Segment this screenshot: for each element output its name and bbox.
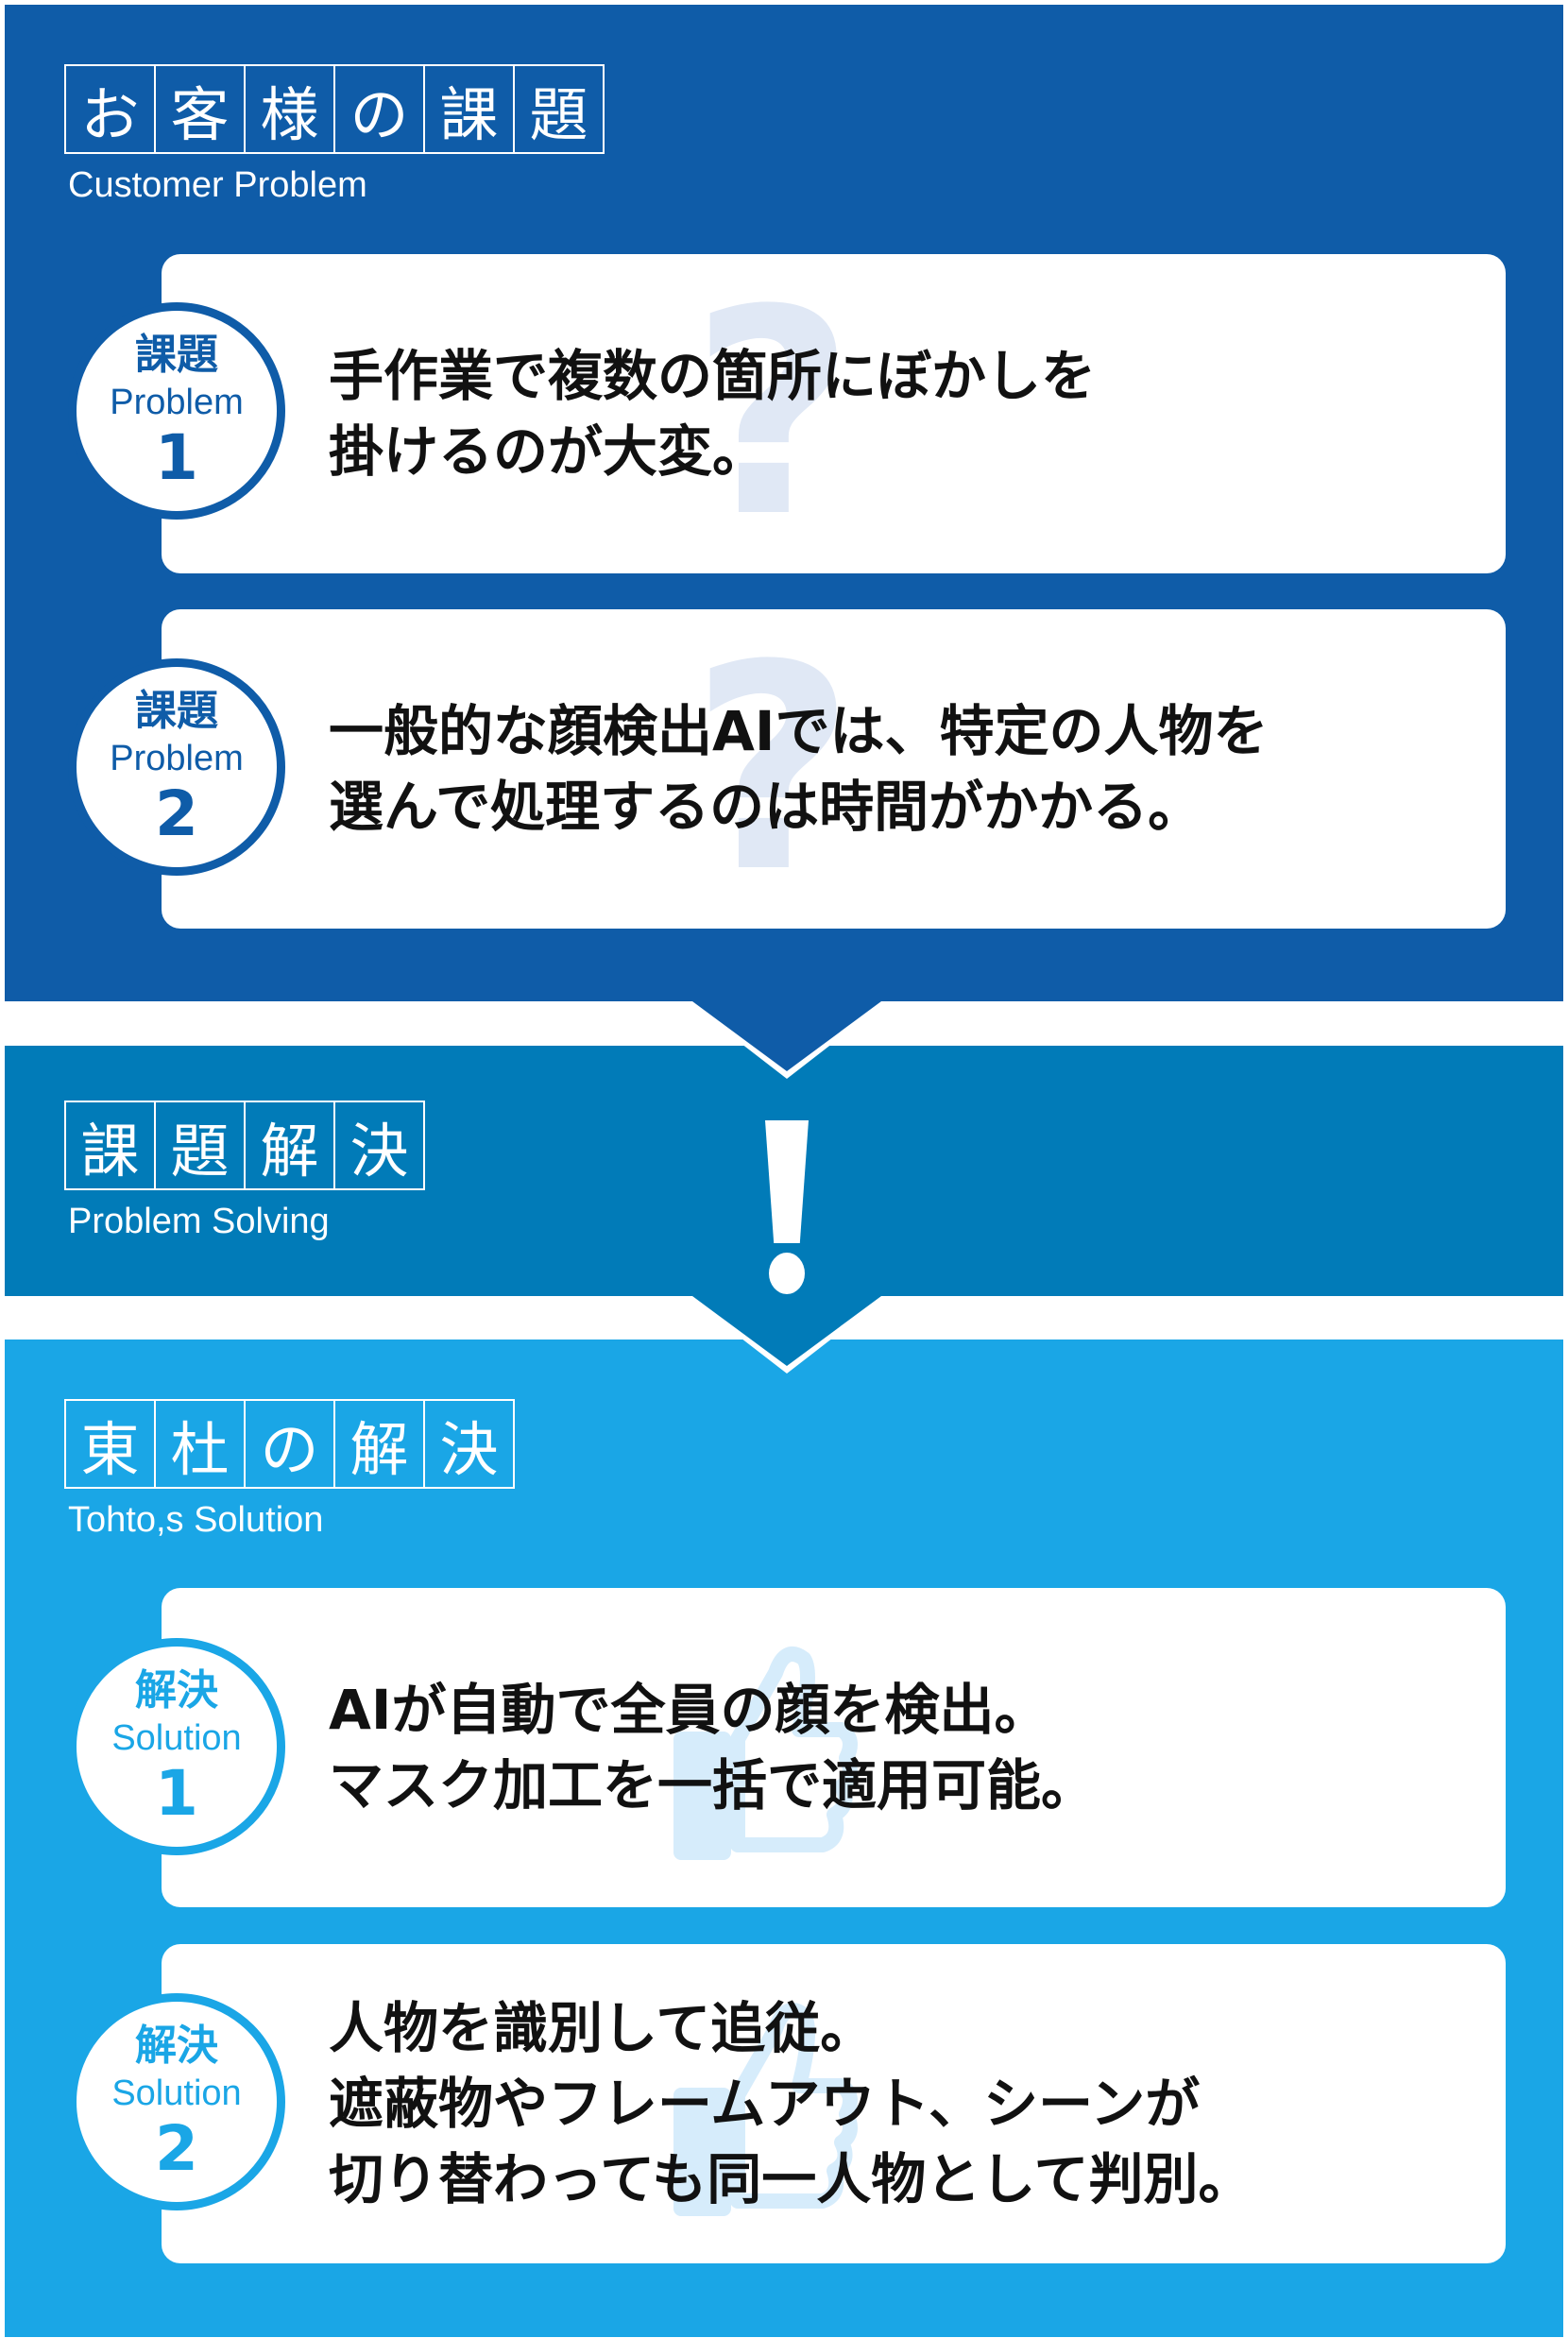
title-char: 解 (335, 1401, 425, 1487)
title-char: 課 (425, 66, 515, 152)
thumbs-up-icon (673, 2003, 858, 2216)
badge-number: 2 (155, 2112, 198, 2185)
badge-jp: 課題 (135, 687, 218, 735)
title-char: 東 (66, 1401, 156, 1487)
customer-problem-title: お 客 様 の 課 題 (64, 64, 605, 154)
badge-en: Solution (111, 2073, 242, 2113)
title-char: 題 (529, 79, 588, 149)
solution-subtitle: Tohto,s Solution (68, 1500, 324, 1540)
badge-en: Problem (110, 739, 244, 778)
card-line: 切り替わっても同一人物として判別。 (329, 2147, 1253, 2211)
card-line: 人物を識別して追従。 (329, 1996, 876, 2060)
solution-title: 東 杜 の 解 決 (64, 1399, 515, 1489)
problem-card-1: ? 手作業で複数の箇所にぼかしを掛けるのが大変。 (162, 254, 1506, 573)
title-char: 杜 (156, 1401, 246, 1487)
card-line: 一般的な顔検出AIでは、特定の人物を (329, 699, 1269, 763)
badge-en: Problem (110, 383, 244, 422)
badge-jp: 解決 (135, 2022, 218, 2070)
solution-badge-1: 解決 Solution 1 (68, 1638, 285, 1855)
card-line: 掛けるのが大変。 (329, 419, 768, 484)
solution-card-2: 人物を識別して追従。遮蔽物やフレームアウト、シーンが切り替わっても同一人物として… (162, 1944, 1506, 2263)
question-mark-icon: ? (690, 609, 856, 929)
solution-card-1: AIが自動で全員の顔を検出。マスク加工を一括で適用可能。 (162, 1588, 1506, 1907)
card-line: 手作業で複数の箇所にぼかしを (329, 344, 1097, 408)
card-line: AIが自動で全員の顔を検出。 (329, 1678, 1049, 1742)
badge-number: 2 (155, 777, 198, 850)
exclamation-icon (765, 1120, 809, 1294)
badge-number: 1 (155, 1757, 198, 1830)
title-char: 解 (246, 1102, 335, 1188)
problem-badge-1: 課題 Problem 1 (68, 302, 285, 520)
problem-solving-title: 課 題 解 決 (64, 1101, 425, 1190)
card-line: 選んで処理するのは時間がかかる。 (329, 775, 1203, 839)
arrow-down-1 (692, 1001, 881, 1071)
title-char: の (246, 1401, 335, 1487)
badge-number: 1 (155, 421, 198, 494)
badge-en: Solution (111, 1718, 242, 1758)
title-char: の (335, 66, 425, 152)
title-char: 決 (349, 1116, 409, 1186)
solution-badge-2: 解決 Solution 2 (68, 1993, 285, 2210)
title-char: 客 (156, 66, 246, 152)
title-char: 課 (66, 1102, 156, 1188)
title-char: 様 (246, 66, 335, 152)
question-mark-icon: ? (690, 254, 856, 573)
title-char: 題 (156, 1102, 246, 1188)
card-line: マスク加工を一括で適用可能。 (329, 1753, 1097, 1817)
title-char: お (66, 66, 156, 152)
card-line: 遮蔽物やフレームアウト、シーンが (329, 2072, 1201, 2136)
thumbs-up-icon (673, 1647, 858, 1860)
title-char: 決 (439, 1414, 499, 1484)
problem-card-2: ? 一般的な顔検出AIでは、特定の人物を選んで処理するのは時間がかかる。 (162, 609, 1506, 929)
badge-jp: 解決 (135, 1666, 218, 1715)
problem-badge-2: 課題 Problem 2 (68, 658, 285, 876)
arrow-down-2 (692, 1296, 881, 1366)
customer-problem-subtitle: Customer Problem (68, 165, 367, 205)
badge-jp: 課題 (135, 331, 218, 379)
problem-solving-subtitle: Problem Solving (68, 1202, 330, 1241)
